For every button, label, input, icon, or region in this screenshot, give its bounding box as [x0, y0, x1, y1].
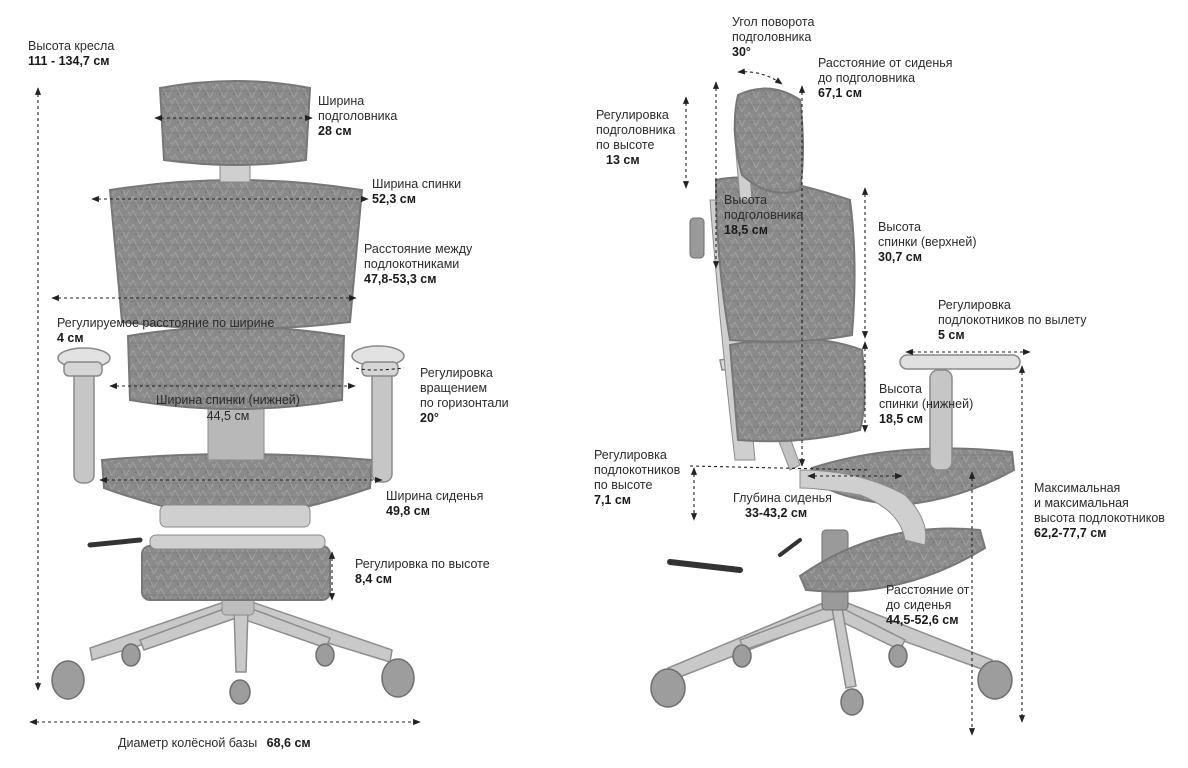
label-headrest-angle: Угол поворота подголовника 30° — [732, 15, 814, 60]
front-seat-mechanism — [159, 504, 311, 528]
label-floor-to-seat-line2: до сиденья — [886, 598, 952, 612]
label-armrest-height-adjust-line1: Регулировка — [594, 448, 667, 462]
label-headrest-height-adjust: Регулировка подголовника по высоте 13 см — [596, 108, 675, 168]
front-wheels — [51, 643, 415, 705]
label-adjustable-width: Регулируемое расстояние по ширине 4 см — [57, 316, 274, 346]
label-seat-height-title: Высота кресла — [28, 39, 115, 53]
label-headrest-width-line1: Ширина — [318, 94, 365, 108]
label-armrest-height-adjust-line3: по высоте — [594, 478, 653, 492]
label-rotation-line3: по горизонтали — [420, 396, 509, 410]
label-armrest-height-adjust-value: 7,1 см — [594, 493, 632, 507]
label-armrest-distance-value: 47,8-53,3 см — [364, 272, 437, 286]
label-floor-to-seat: Расстояние от до сиденья 44,5-52,6 см — [886, 583, 969, 628]
label-seat-depth-value: 33-43,2 см — [745, 506, 808, 520]
label-headrest-angle-line2: подголовника — [732, 30, 812, 44]
label-upper-back-height-line1: Высота — [878, 220, 921, 234]
label-armrest-distance-line1: Расстояние между — [364, 242, 473, 256]
label-rotation: Регулировка вращением по горизонтали 20° — [420, 366, 509, 426]
label-rotation-line2: вращением — [420, 381, 488, 395]
label-armrest-height-adjust: Регулировка подлокотников по высоте 7,1 … — [594, 448, 680, 508]
label-armrest-distance: Расстояние между подлокотниками 47,8-53,… — [364, 242, 472, 287]
label-back-width: Ширина спинки 52,3 см — [372, 177, 461, 207]
label-seat-to-headrest: Расстояние от сиденья до подголовника 67… — [818, 56, 953, 101]
label-headrest-width-line2: подголовника — [318, 109, 398, 123]
side-seat-frame — [799, 469, 927, 546]
label-max-height-line2: и максимальная — [1034, 496, 1129, 510]
label-seat-to-headrest-line1: Расстояние от сиденья — [818, 56, 953, 70]
label-rotation-line1: Регулировка — [420, 366, 493, 380]
label-upper-back-height-line2: спинки (верхней) — [878, 235, 977, 249]
label-armrest-height-adjust-line2: подлокотников — [594, 463, 681, 477]
dimension-lines — [29, 68, 1031, 736]
label-headrest-height-line2: подголовника — [724, 208, 804, 222]
side-headrest — [733, 87, 804, 194]
label-headrest-height-adjust-line2: подголовника — [596, 123, 676, 137]
side-lever — [667, 559, 743, 573]
front-armrests — [57, 345, 405, 484]
label-headrest-height-value: 18,5 см — [724, 223, 769, 237]
label-rotation-value: 20° — [420, 411, 439, 425]
label-back-width-title: Ширина спинки — [372, 177, 462, 191]
front-footrest — [141, 545, 331, 601]
label-lower-back-width: Ширина спинки (нижней) 44,5 см — [156, 393, 300, 424]
label-headrest-height-adjust-line1: Регулировка — [596, 108, 669, 122]
label-height-adjust-value: 8,4 см — [355, 572, 393, 586]
side-wheels — [650, 644, 1013, 716]
label-lower-back-height: Высота спинки (нижней) 18,5 см — [879, 382, 973, 427]
label-armrest-reach-line1: Регулировка — [938, 298, 1011, 312]
label-lower-back-height-line2: спинки (нижней) — [879, 397, 974, 411]
label-max-height-line1: Максимальная — [1034, 481, 1121, 495]
front-footrest-bar — [149, 534, 326, 550]
label-seat-width-title: Ширина сиденья — [386, 489, 484, 503]
label-adjustable-width-value: 4 см — [57, 331, 84, 345]
label-height-adjust: Регулировка по высоте 8,4 см — [355, 557, 490, 587]
label-upper-back-height-value: 30,7 см — [878, 250, 923, 264]
label-armrest-reach-value: 5 см — [938, 328, 965, 342]
label-max-height: Максимальная и максимальная высота подло… — [1034, 481, 1165, 541]
side-footrest — [798, 527, 987, 593]
label-seat-width: Ширина сиденья 49,8 см — [386, 489, 483, 519]
label-headrest-width-value: 28 см — [318, 124, 352, 138]
label-lower-back-width-value: 44,5 см — [206, 409, 250, 423]
label-base-diameter-title: Диаметр колёсной базы — [118, 736, 258, 750]
label-armrest-distance-line2: подлокотниками — [364, 257, 460, 271]
label-headrest-angle-line1: Угол поворота — [732, 15, 815, 29]
label-upper-back-height: Высота спинки (верхней) 30,7 см — [878, 220, 977, 265]
label-seat-depth: Глубина сиденья 33-43,2 см — [733, 491, 832, 521]
label-floor-to-seat-line1: Расстояние от — [886, 583, 970, 597]
label-max-height-line3: высота подлокотников — [1034, 511, 1165, 525]
label-headrest-height-adjust-value: 13 см — [606, 153, 640, 167]
label-seat-depth-title: Глубина сиденья — [733, 491, 832, 505]
label-seat-height-value: 111 - 134,7 см — [28, 54, 110, 68]
label-seat-width-value: 49,8 см — [386, 504, 431, 518]
front-lever — [87, 537, 143, 548]
label-base-diameter-value: 68,6 см — [266, 736, 311, 750]
side-lower-back — [728, 337, 866, 443]
label-adjustable-width-title: Регулируемое расстояние по ширине — [57, 316, 275, 330]
label-headrest-width: Ширина подголовника 28 см — [318, 94, 397, 139]
label-armrest-reach: Регулировка подлокотников по вылету 5 см — [938, 298, 1086, 343]
label-headrest-height-adjust-line3: по высоте — [596, 138, 655, 152]
label-height-adjust-title: Регулировка по высоте — [355, 557, 490, 571]
front-headrest — [158, 80, 312, 166]
label-headrest-height: Высота подголовника 18,5 см — [724, 193, 803, 238]
label-lower-back-height-line1: Высота — [879, 382, 922, 396]
label-lower-back-height-value: 18,5 см — [879, 412, 924, 426]
label-seat-height: Высота кресла 111 - 134,7 см — [28, 39, 114, 69]
front-upper-back — [108, 179, 364, 330]
label-back-width-value: 52,3 см — [372, 192, 417, 206]
label-lower-back-width-title: Ширина спинки (нижней) — [156, 393, 300, 407]
label-headrest-height-line1: Высота — [724, 193, 767, 207]
label-seat-to-headrest-line2: до подголовника — [818, 71, 916, 85]
label-base-diameter: Диаметр колёсной базы 68,6 см — [118, 736, 311, 751]
side-base — [667, 599, 993, 689]
label-seat-to-headrest-value: 67,1 см — [818, 86, 863, 100]
label-armrest-reach-line2: подлокотников по вылету — [938, 313, 1087, 327]
label-floor-to-seat-value: 44,5-52,6 см — [886, 613, 959, 627]
side-chair — [650, 87, 1021, 716]
label-headrest-angle-value: 30° — [732, 45, 751, 59]
label-max-height-value: 62,2-77,7 см — [1034, 526, 1107, 540]
